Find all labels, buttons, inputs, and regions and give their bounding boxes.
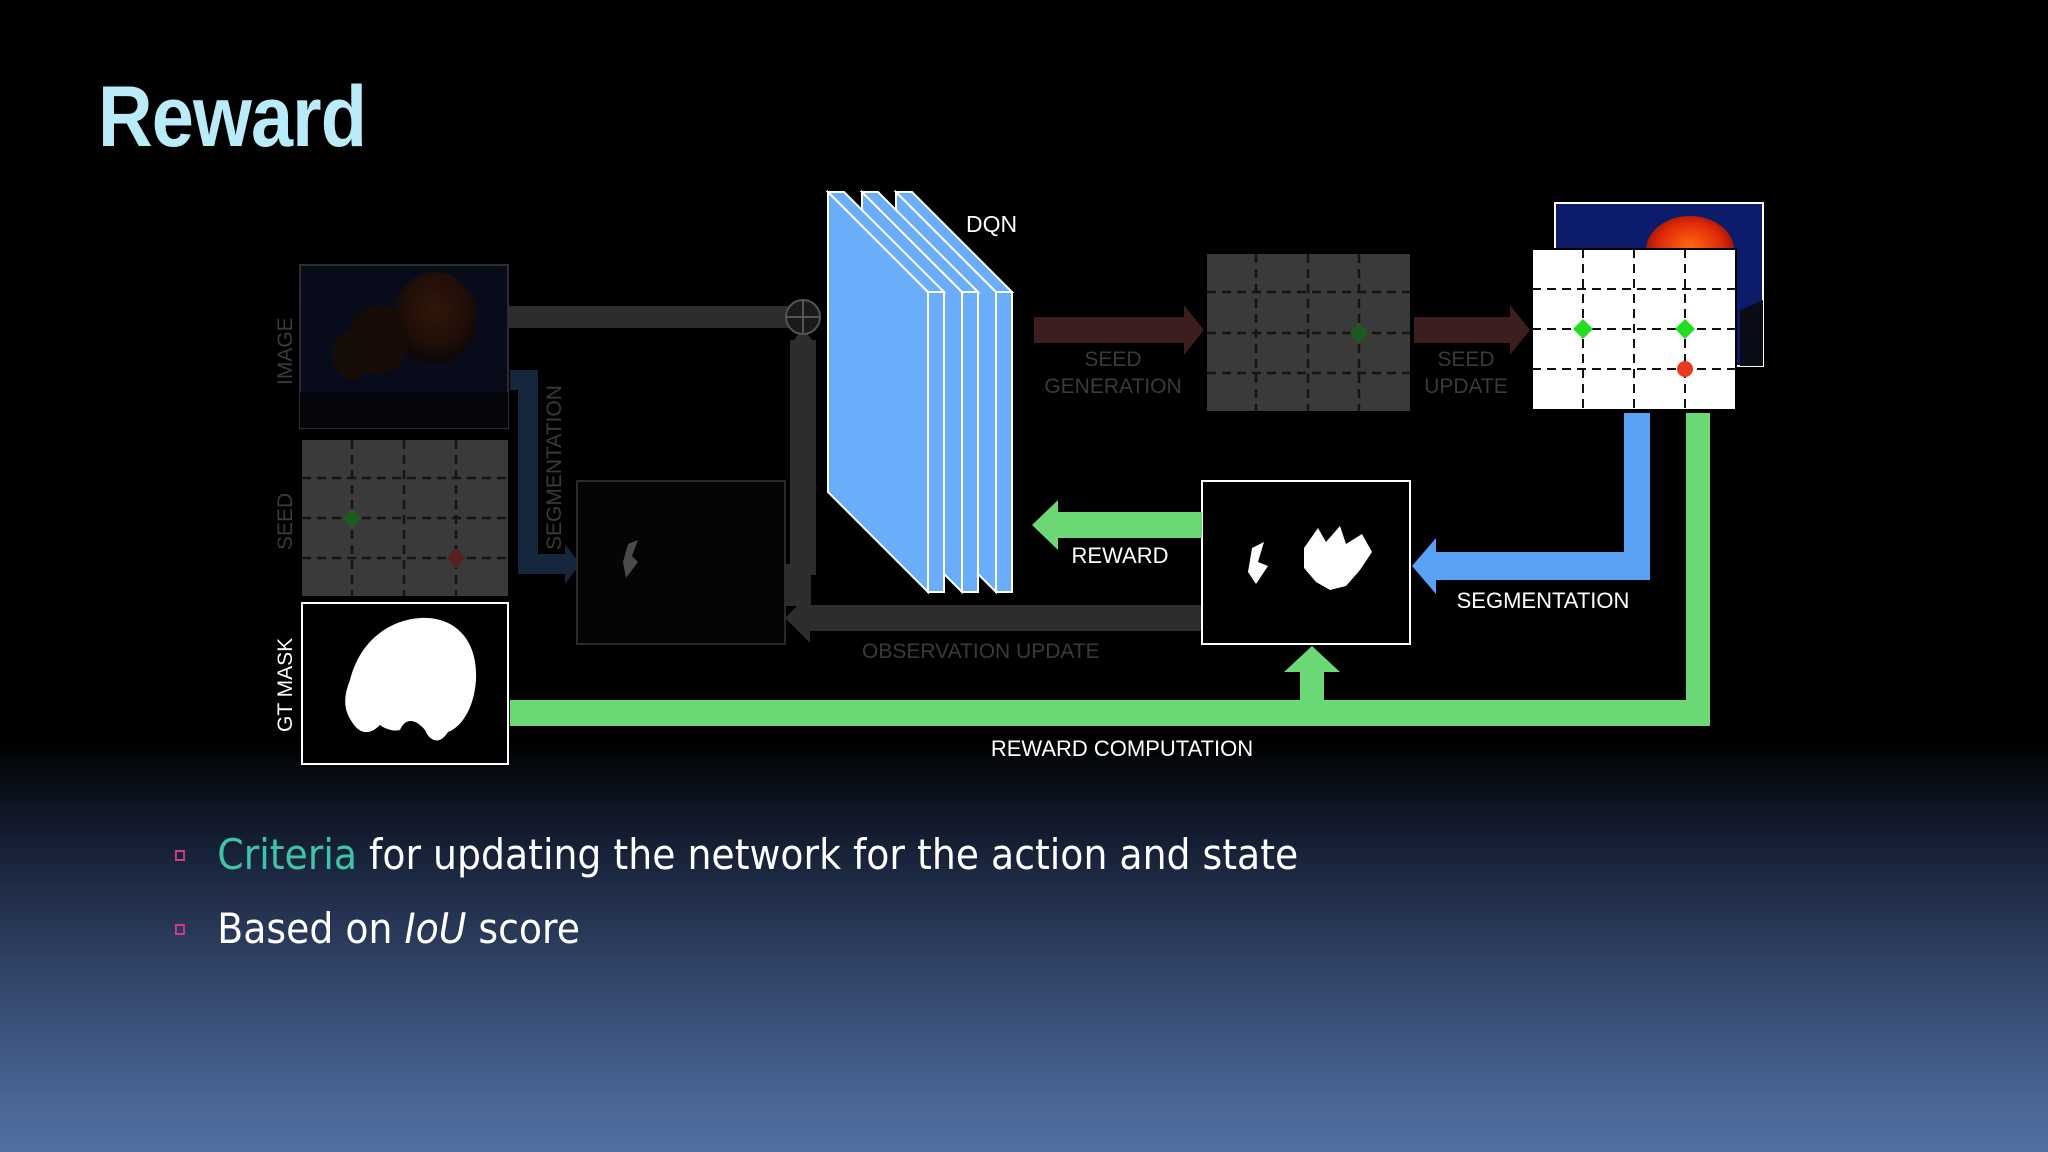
observation-update-arrow	[785, 564, 1202, 643]
bullet-marker-icon	[175, 850, 185, 861]
gt-mask	[301, 602, 509, 765]
seed-update-label-line2: UPDATE	[1424, 375, 1508, 398]
dqn-layer	[825, 189, 947, 595]
bullet-before-text: Based on	[217, 904, 405, 953]
bullet-after-text: score	[466, 904, 580, 953]
bullet-text: Based on IoU score	[217, 904, 580, 953]
generated-seed-grid	[1207, 254, 1410, 411]
dqn-label: DQN	[966, 211, 1017, 237]
segmentation-label: SEGMENTATION	[1457, 588, 1630, 613]
updated-seed-grid	[1531, 248, 1737, 411]
slide-title: Reward	[98, 69, 367, 165]
seed-update-label-line1: SEED	[1437, 348, 1494, 371]
reward-label: REWARD	[1072, 543, 1169, 568]
bullet-italic-text: IoU	[404, 904, 467, 953]
bullet-text: Criteria for updating the network for th…	[217, 830, 1298, 879]
positive-seed	[1675, 319, 1695, 339]
negative-seed	[1677, 361, 1693, 377]
reward-arrow	[1032, 500, 1202, 550]
segmentation-result	[1201, 480, 1411, 645]
seed-generation-label-line1: SEED	[1084, 348, 1141, 371]
image-to-dqn-flow	[508, 299, 821, 575]
bullet-marker-icon	[175, 924, 185, 935]
seed-grid	[302, 440, 508, 596]
segmentation-input-arrow	[510, 370, 580, 584]
segmentation-vertical-label: SEGMENTATION	[543, 385, 566, 550]
seed-label: SEED	[274, 493, 297, 550]
segmentation-arrow	[1412, 413, 1650, 594]
reward-computation-label: REWARD COMPUTATION	[991, 736, 1253, 761]
bullet-accent-text: Criteria	[217, 830, 358, 879]
observation-update-label: OBSERVATION UPDATE	[862, 640, 1100, 663]
dqn-network	[825, 189, 1015, 595]
positive-seed	[1573, 319, 1593, 339]
gt-mask-label: GT MASK	[274, 638, 297, 732]
seed-update-arrow	[1414, 305, 1530, 355]
image-label: IMAGE	[274, 317, 297, 385]
input-image	[299, 264, 509, 429]
previous-segmentation	[576, 480, 786, 645]
bullet-rest-text: for updating the network for the action …	[357, 830, 1299, 879]
seed-generation-label-line2: GENERATION	[1044, 375, 1181, 398]
seed-generation-arrow	[1034, 305, 1204, 355]
